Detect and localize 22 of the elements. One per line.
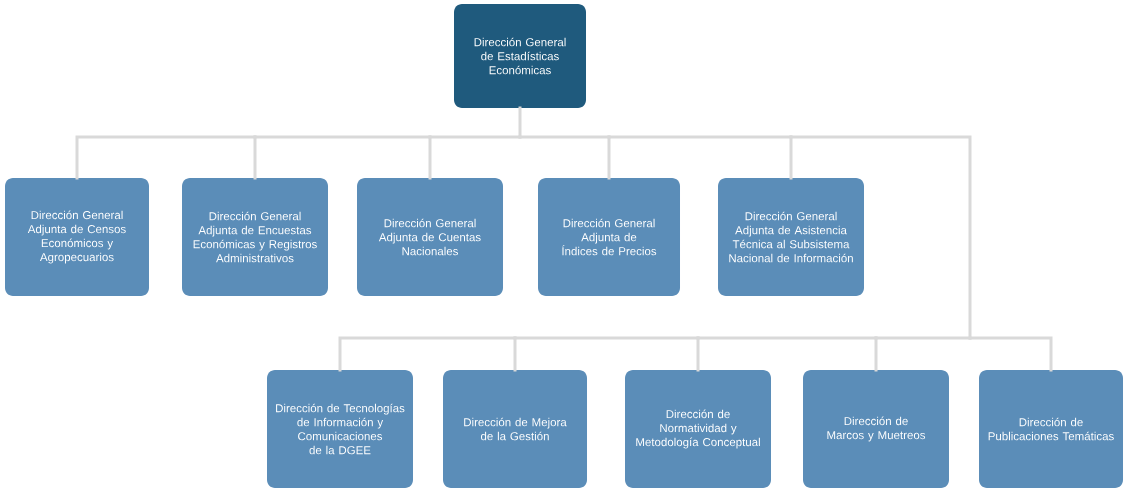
connector-line bbox=[968, 336, 1053, 372]
connector-line bbox=[696, 336, 700, 372]
connector-line bbox=[874, 336, 878, 372]
connector-line bbox=[75, 135, 257, 180]
org-box: Dirección General Adjunta de Encuestas Económicas y Registros Administrativos bbox=[182, 178, 328, 296]
org-box: Dirección de Mejora de la Gestión bbox=[443, 370, 587, 488]
org-box: Dirección General de Estadísticas Económicas bbox=[454, 4, 586, 108]
org-box: Dirección de Publicaciones Temáticas bbox=[979, 370, 1123, 488]
org-box: Dirección de Tecnologías de Información y Comunicaciones de la DGEE bbox=[267, 370, 413, 488]
org-box: Dirección de Normatividad y Metodología Conceptual bbox=[625, 370, 771, 488]
connector-line bbox=[789, 135, 793, 180]
connector-line bbox=[518, 106, 522, 139]
connector-line bbox=[338, 336, 517, 372]
org-box: Dirección General Adjunta de Índices de Precios bbox=[538, 178, 680, 296]
connector-line bbox=[607, 135, 611, 180]
org-box: Dirección de Marcos y Muetreos bbox=[803, 370, 949, 488]
org-box: Dirección General Adjunta de Censos Económicos y Agropecuarios bbox=[5, 178, 149, 296]
connector-line bbox=[428, 135, 432, 180]
org-box: Dirección General Adjunta de Cuentas Nacionales bbox=[357, 178, 503, 296]
connector-line bbox=[253, 135, 257, 180]
org-box: Dirección General Adjunta de Asistencia Técnica al Subsistema Nacional de Información bbox=[718, 178, 864, 296]
connector-line bbox=[513, 336, 517, 372]
